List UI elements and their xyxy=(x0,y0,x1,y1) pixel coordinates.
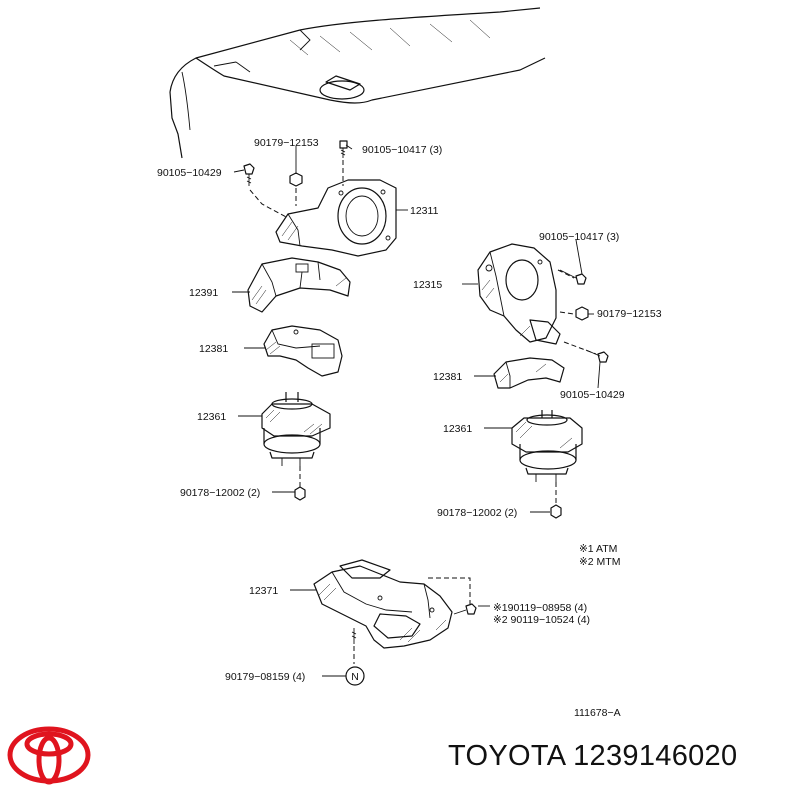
leader-lines xyxy=(232,144,601,677)
dashed-line-9 xyxy=(428,577,471,604)
callout-12371: 12371 xyxy=(249,585,278,597)
callout-90179-12153-left: 90179−12153 xyxy=(254,137,319,149)
callout-12361-right: 12361 xyxy=(443,423,472,435)
mount-12371 xyxy=(313,559,453,649)
callout-90119-10524: ※2 90119−10524 (4) xyxy=(493,614,590,626)
callout-90119-08958: ※190119−08958 (4) xyxy=(493,602,587,614)
bracket-12311 xyxy=(275,179,397,257)
legend-atm: ※1 ATM xyxy=(579,543,617,555)
nut-90179-12153-left xyxy=(289,172,303,187)
dashed-line-3 xyxy=(249,189,289,219)
legend-mtm: ※2 MTM xyxy=(579,556,620,568)
dashed-line-7 xyxy=(563,341,597,355)
callout-90179-12153-right: 90179−12153 xyxy=(597,308,662,320)
callout-90178-12002-right: 90178−12002 (2) xyxy=(437,507,517,519)
callout-12311: 12311 xyxy=(410,205,439,217)
callout-12391: 12391 xyxy=(189,287,218,299)
stud-90179-08159 xyxy=(351,628,357,644)
bolt-90105-10429-left xyxy=(243,163,255,186)
toyota-logo-icon xyxy=(7,726,91,785)
engine-block-outline xyxy=(169,7,546,159)
bolt-90105-10417-right xyxy=(559,269,587,285)
nut-90178-12002-left xyxy=(294,486,306,501)
toyota-logo-rings xyxy=(7,726,91,785)
engine-mount-12361-right xyxy=(511,410,583,482)
bolt-90105-10417-left xyxy=(339,140,348,158)
n-marker: N xyxy=(345,666,365,686)
figure-code: 111678−A xyxy=(574,707,621,719)
bolt-90119-right-bottom xyxy=(453,603,477,615)
engine-mount-12361-left xyxy=(261,392,331,466)
part-number: 1239146020 xyxy=(573,740,738,772)
svg-text:N: N xyxy=(351,671,359,683)
insulator-12381-right xyxy=(493,357,565,389)
dashed-line-6 xyxy=(559,311,575,315)
dashed-line-5 xyxy=(557,269,575,279)
callout-90178-12002-left: 90178−12002 (2) xyxy=(180,487,260,499)
insulator-12391 xyxy=(247,257,351,313)
callout-90179-08159: 90179−08159 (4) xyxy=(225,671,305,683)
nut-90179-12153-right xyxy=(575,306,589,321)
brand-name: TOYOTA xyxy=(448,740,565,772)
callout-90105-10429-right: 90105−10429 xyxy=(560,389,625,401)
callout-12381-left: 12381 xyxy=(199,343,228,355)
bracket-12315 xyxy=(477,243,561,345)
callout-labels: 90179−12153 90105−10417 (3) 90105−10429 … xyxy=(157,137,662,683)
callout-12315: 12315 xyxy=(413,279,442,291)
callout-12361-left: 12361 xyxy=(197,411,226,423)
callout-90105-10429-left: 90105−10429 xyxy=(157,167,222,179)
callout-90105-10417-right: 90105−10417 (3) xyxy=(539,231,619,243)
nut-90178-12002-right xyxy=(550,504,562,519)
callout-90105-10417-left: 90105−10417 (3) xyxy=(362,144,442,156)
insulator-12381-left xyxy=(263,325,343,377)
footer-brand-line: TOYOTA 1239146020 xyxy=(448,740,737,773)
callout-12381-right: 12381 xyxy=(433,371,462,383)
